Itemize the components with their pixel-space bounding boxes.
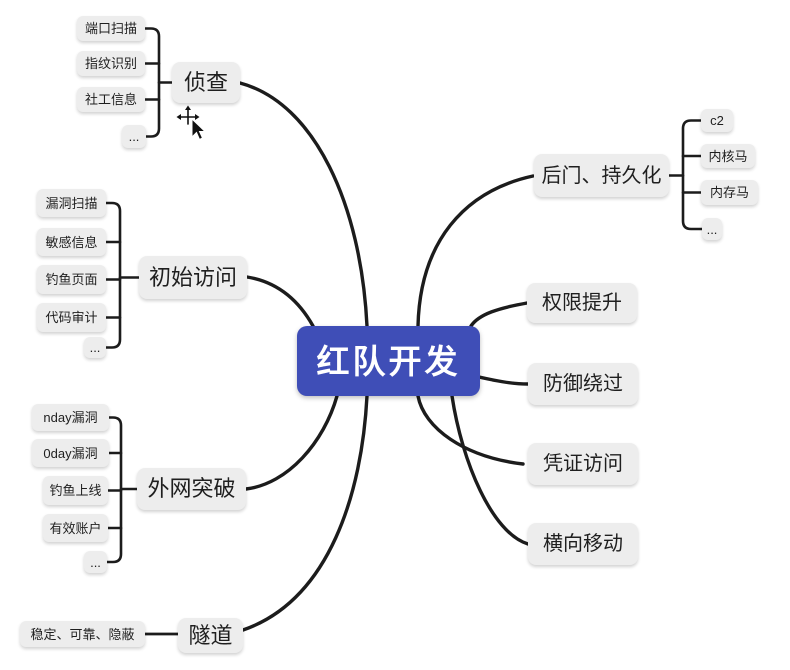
child-node-code-audit[interactable]: 代码审计 — [37, 303, 106, 332]
child-node-nday-vuln[interactable]: nday漏洞 — [32, 404, 109, 431]
child-node-memory-trojan[interactable]: 内存马 — [701, 180, 758, 205]
child-node-c2[interactable]: c2 — [701, 109, 733, 132]
branch-node-recon[interactable]: 侦查 — [172, 62, 240, 103]
branch-node-credential-access[interactable]: 凭证访问 — [528, 443, 638, 485]
child-node-sensitive-info[interactable]: 敏感信息 — [37, 228, 106, 256]
child-node-port-scan[interactable]: 端口扫描 — [77, 16, 145, 41]
initial-access-bracket — [104, 201, 141, 349]
root-node[interactable]: 红队开发 — [297, 326, 480, 396]
child-node-vuln-scan[interactable]: 漏洞扫描 — [37, 189, 106, 217]
child-node-stable-reliable-covert[interactable]: 稳定、可靠、隐蔽 — [20, 621, 145, 647]
move-cursor-icon — [176, 105, 207, 141]
branch-node-privilege-escalation[interactable]: 权限提升 — [527, 283, 637, 323]
branch-node-backdoor-persistence[interactable]: 后门、持久化 — [534, 154, 669, 197]
branch-node-lateral-movement[interactable]: 横向移动 — [528, 523, 638, 565]
child-node-kernel-trojan[interactable]: 内核马 — [701, 144, 755, 168]
pointer-arrow-icon — [191, 117, 207, 141]
backdoor-bracket — [667, 119, 704, 231]
child-node-external-more[interactable]: ... — [84, 551, 107, 573]
branch-node-external-breakthrough[interactable]: 外网突破 — [137, 468, 246, 510]
child-node-phishing-page[interactable]: 钓鱼页面 — [37, 265, 106, 294]
branch-node-initial-access[interactable]: 初始访问 — [139, 256, 247, 299]
branch-node-tunnel[interactable]: 隧道 — [178, 618, 243, 653]
child-node-backdoor-more[interactable]: ... — [702, 218, 722, 240]
child-node-social-info[interactable]: 社工信息 — [77, 87, 145, 112]
external-breakthrough-bracket — [105, 416, 139, 564]
child-node-0day-vuln[interactable]: 0day漏洞 — [32, 439, 109, 467]
recon-bracket — [143, 27, 174, 138]
child-node-recon-more[interactable]: ... — [122, 125, 146, 148]
branch-node-defense-evasion[interactable]: 防御绕过 — [528, 363, 638, 405]
child-node-valid-account[interactable]: 有效账户 — [43, 514, 108, 542]
child-node-initial-access-more[interactable]: ... — [84, 337, 106, 358]
main-branch-curves — [238, 81, 535, 632]
child-node-phishing-online[interactable]: 钓鱼上线 — [43, 476, 108, 505]
child-node-fingerprint[interactable]: 指纹识别 — [77, 51, 145, 76]
